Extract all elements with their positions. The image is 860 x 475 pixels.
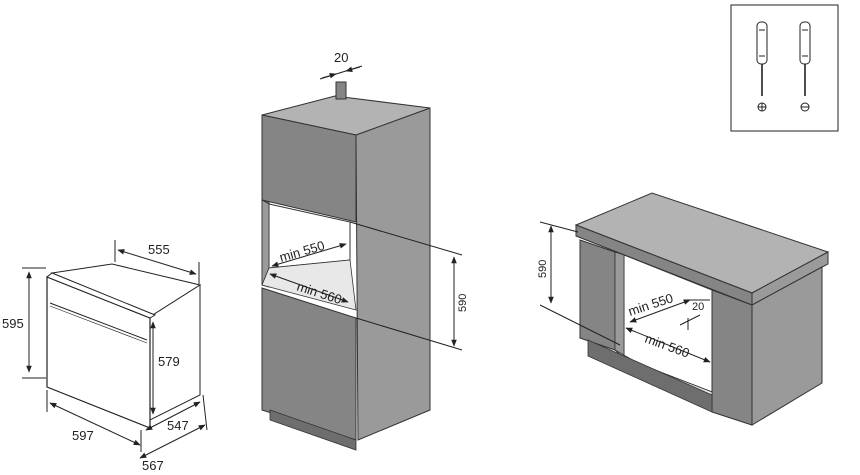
counter-niche-width-line: [625, 327, 711, 363]
niche-width-line: [269, 273, 349, 303]
niche-depth-line: [271, 243, 347, 267]
counter-niche-left-wall: [614, 251, 625, 359]
niche-height-label: 590: [457, 294, 469, 312]
right-cabinet-front: [711, 289, 753, 426]
oven-unit: [46, 263, 202, 429]
tall-cabinet-upper-front: [261, 114, 357, 223]
counter-plinth: [587, 339, 713, 413]
oven-total-depth-line: [139, 424, 206, 459]
oven-total-depth-label: 567: [142, 458, 164, 473]
oven-width-line: [49, 402, 141, 446]
oven-body-height-label: 579: [158, 354, 180, 369]
oven-dimensions: 595 555 579 597 547 567: [2, 240, 208, 473]
oven-body-width-line: [117, 249, 197, 275]
counter-niche-depth-line: [629, 299, 691, 323]
oven-height-label: 595: [2, 316, 24, 331]
counter-niche-height-label: 590: [537, 260, 549, 278]
oven-body-width-label: 555: [148, 242, 170, 257]
oven-control-strip: [49, 302, 148, 341]
oven-width-label: 597: [72, 428, 94, 443]
vent-gap-arrow-b: [345, 66, 361, 72]
tall-cabinet-side: [355, 107, 431, 441]
under-counter-unit: [574, 192, 830, 426]
vent-gap-arrow-a: [321, 73, 337, 79]
counter-rear-gap-label: 20: [692, 301, 704, 313]
tools-box: [730, 4, 839, 132]
under-counter-dimensions: 590 min 550 20 min 560: [537, 221, 711, 363]
tall-cabinet-plinth: [269, 409, 357, 451]
counter-side-edge: [751, 251, 829, 306]
tall-cabinet: [261, 81, 431, 451]
tools-frame: [730, 4, 839, 132]
tall-cabinet-vent: [335, 81, 347, 100]
phillips-screwdriver-icon: [756, 21, 768, 112]
flathead-screwdriver-icon: [799, 21, 811, 112]
vent-gap-label: 20: [334, 50, 348, 65]
oven-front-edge: [46, 272, 157, 319]
oven-body-depth-label: 547: [167, 418, 189, 433]
